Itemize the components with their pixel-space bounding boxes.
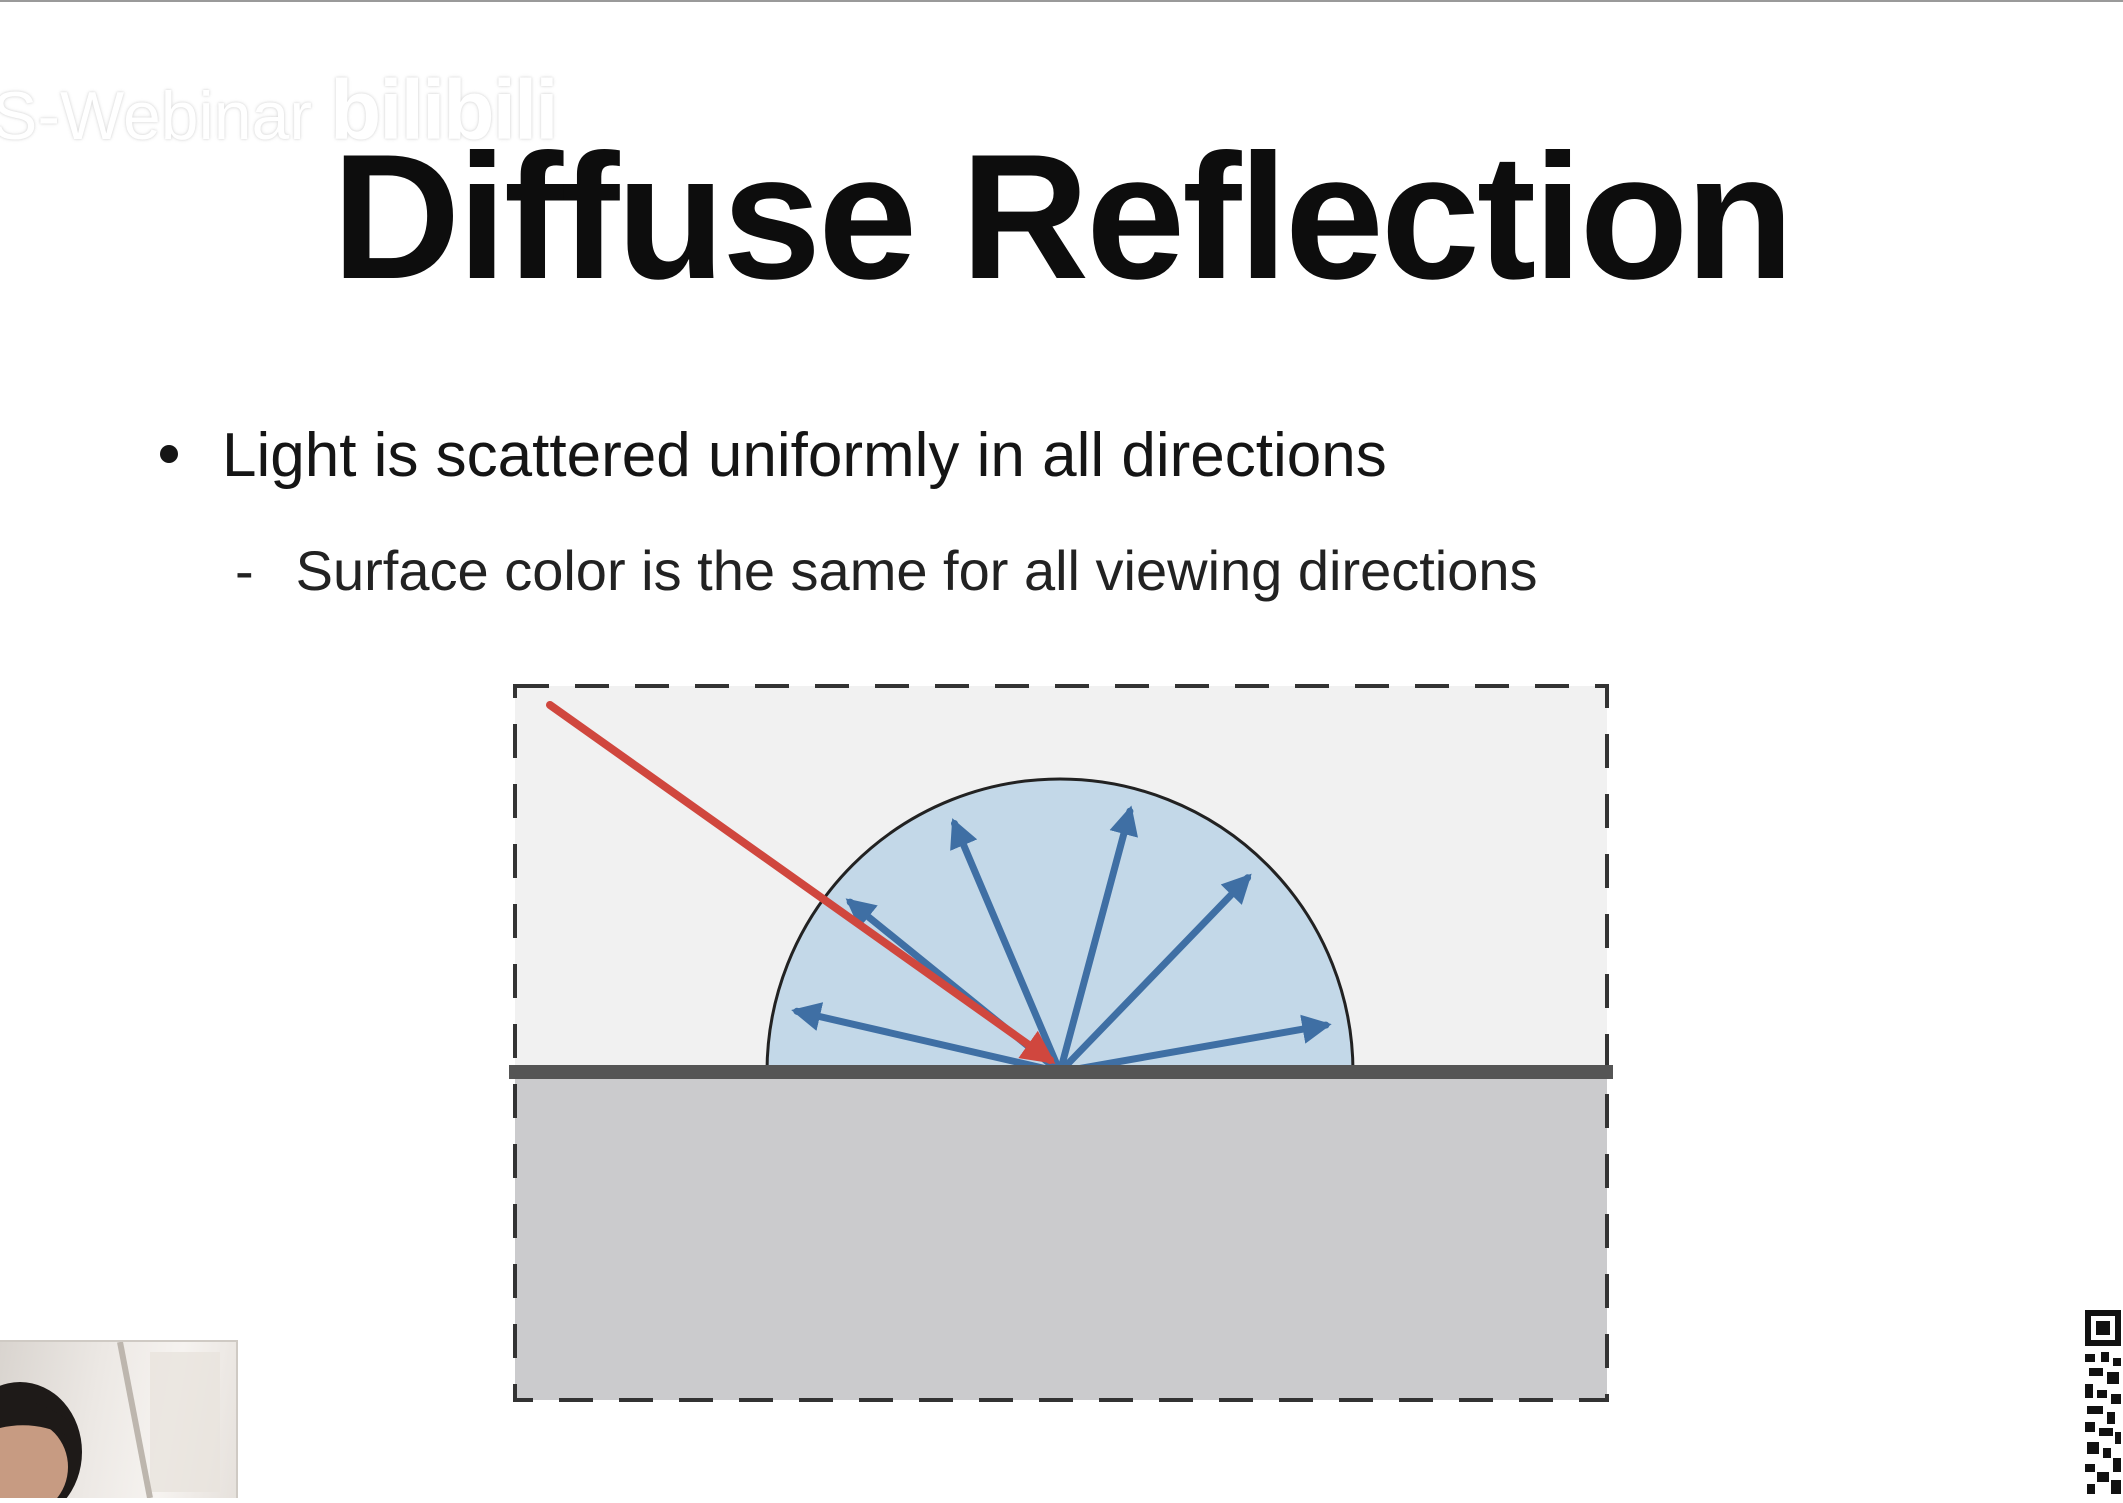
dashed-frame [513, 684, 1609, 1402]
diffuse-reflection-diagram [509, 684, 1613, 1402]
slide-top-border [0, 0, 2123, 2]
reflection-hemisphere [765, 777, 1355, 1074]
reflected-ray-6 [1056, 1014, 1332, 1076]
reflected-ray-1 [791, 1002, 1064, 1076]
reflected-rays [791, 805, 1332, 1076]
slide-title: Diffuse Reflection [331, 117, 1794, 316]
reflected-ray-5 [1056, 873, 1252, 1076]
bullet-dot-icon [160, 444, 178, 463]
bullet-item-level-2: -Surface color is the same for all viewi… [235, 538, 1538, 603]
watermark-text: S-Webinar [0, 78, 312, 154]
qr-code-icon [2083, 1308, 2123, 1496]
speaker-camera-thumbnail [0, 1340, 238, 1503]
reflected-ray-4 [1056, 805, 1139, 1076]
bullet-text: Light is scattered uniformly in all dire… [222, 421, 1387, 490]
watermark-brand-logo: bilibili [329, 63, 559, 157]
incident-light-ray [546, 701, 1056, 1064]
reflected-ray-3 [950, 818, 1064, 1076]
bullet-item-level-1: Light is scattered uniformly in all dire… [160, 420, 1387, 491]
bullet-dash: - [235, 539, 254, 602]
surface-material-region [515, 1075, 1607, 1400]
bullet-text: Surface color is the same for all viewin… [295, 539, 1538, 602]
speaker-silhouette [0, 1341, 220, 1503]
surface-boundary-line [509, 1065, 1613, 1079]
